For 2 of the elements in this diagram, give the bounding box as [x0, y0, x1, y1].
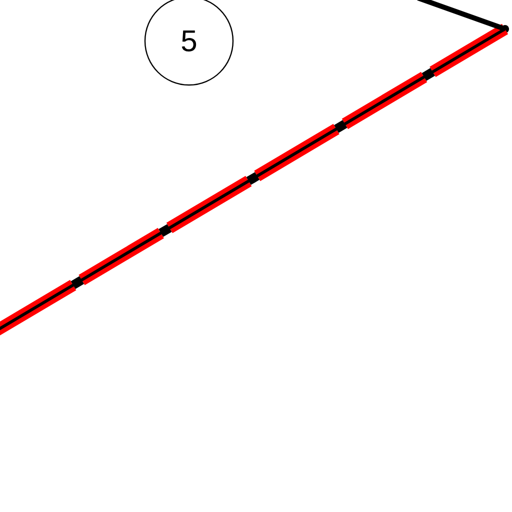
line: [417, 0, 506, 32]
line: [0, 24, 508, 338]
